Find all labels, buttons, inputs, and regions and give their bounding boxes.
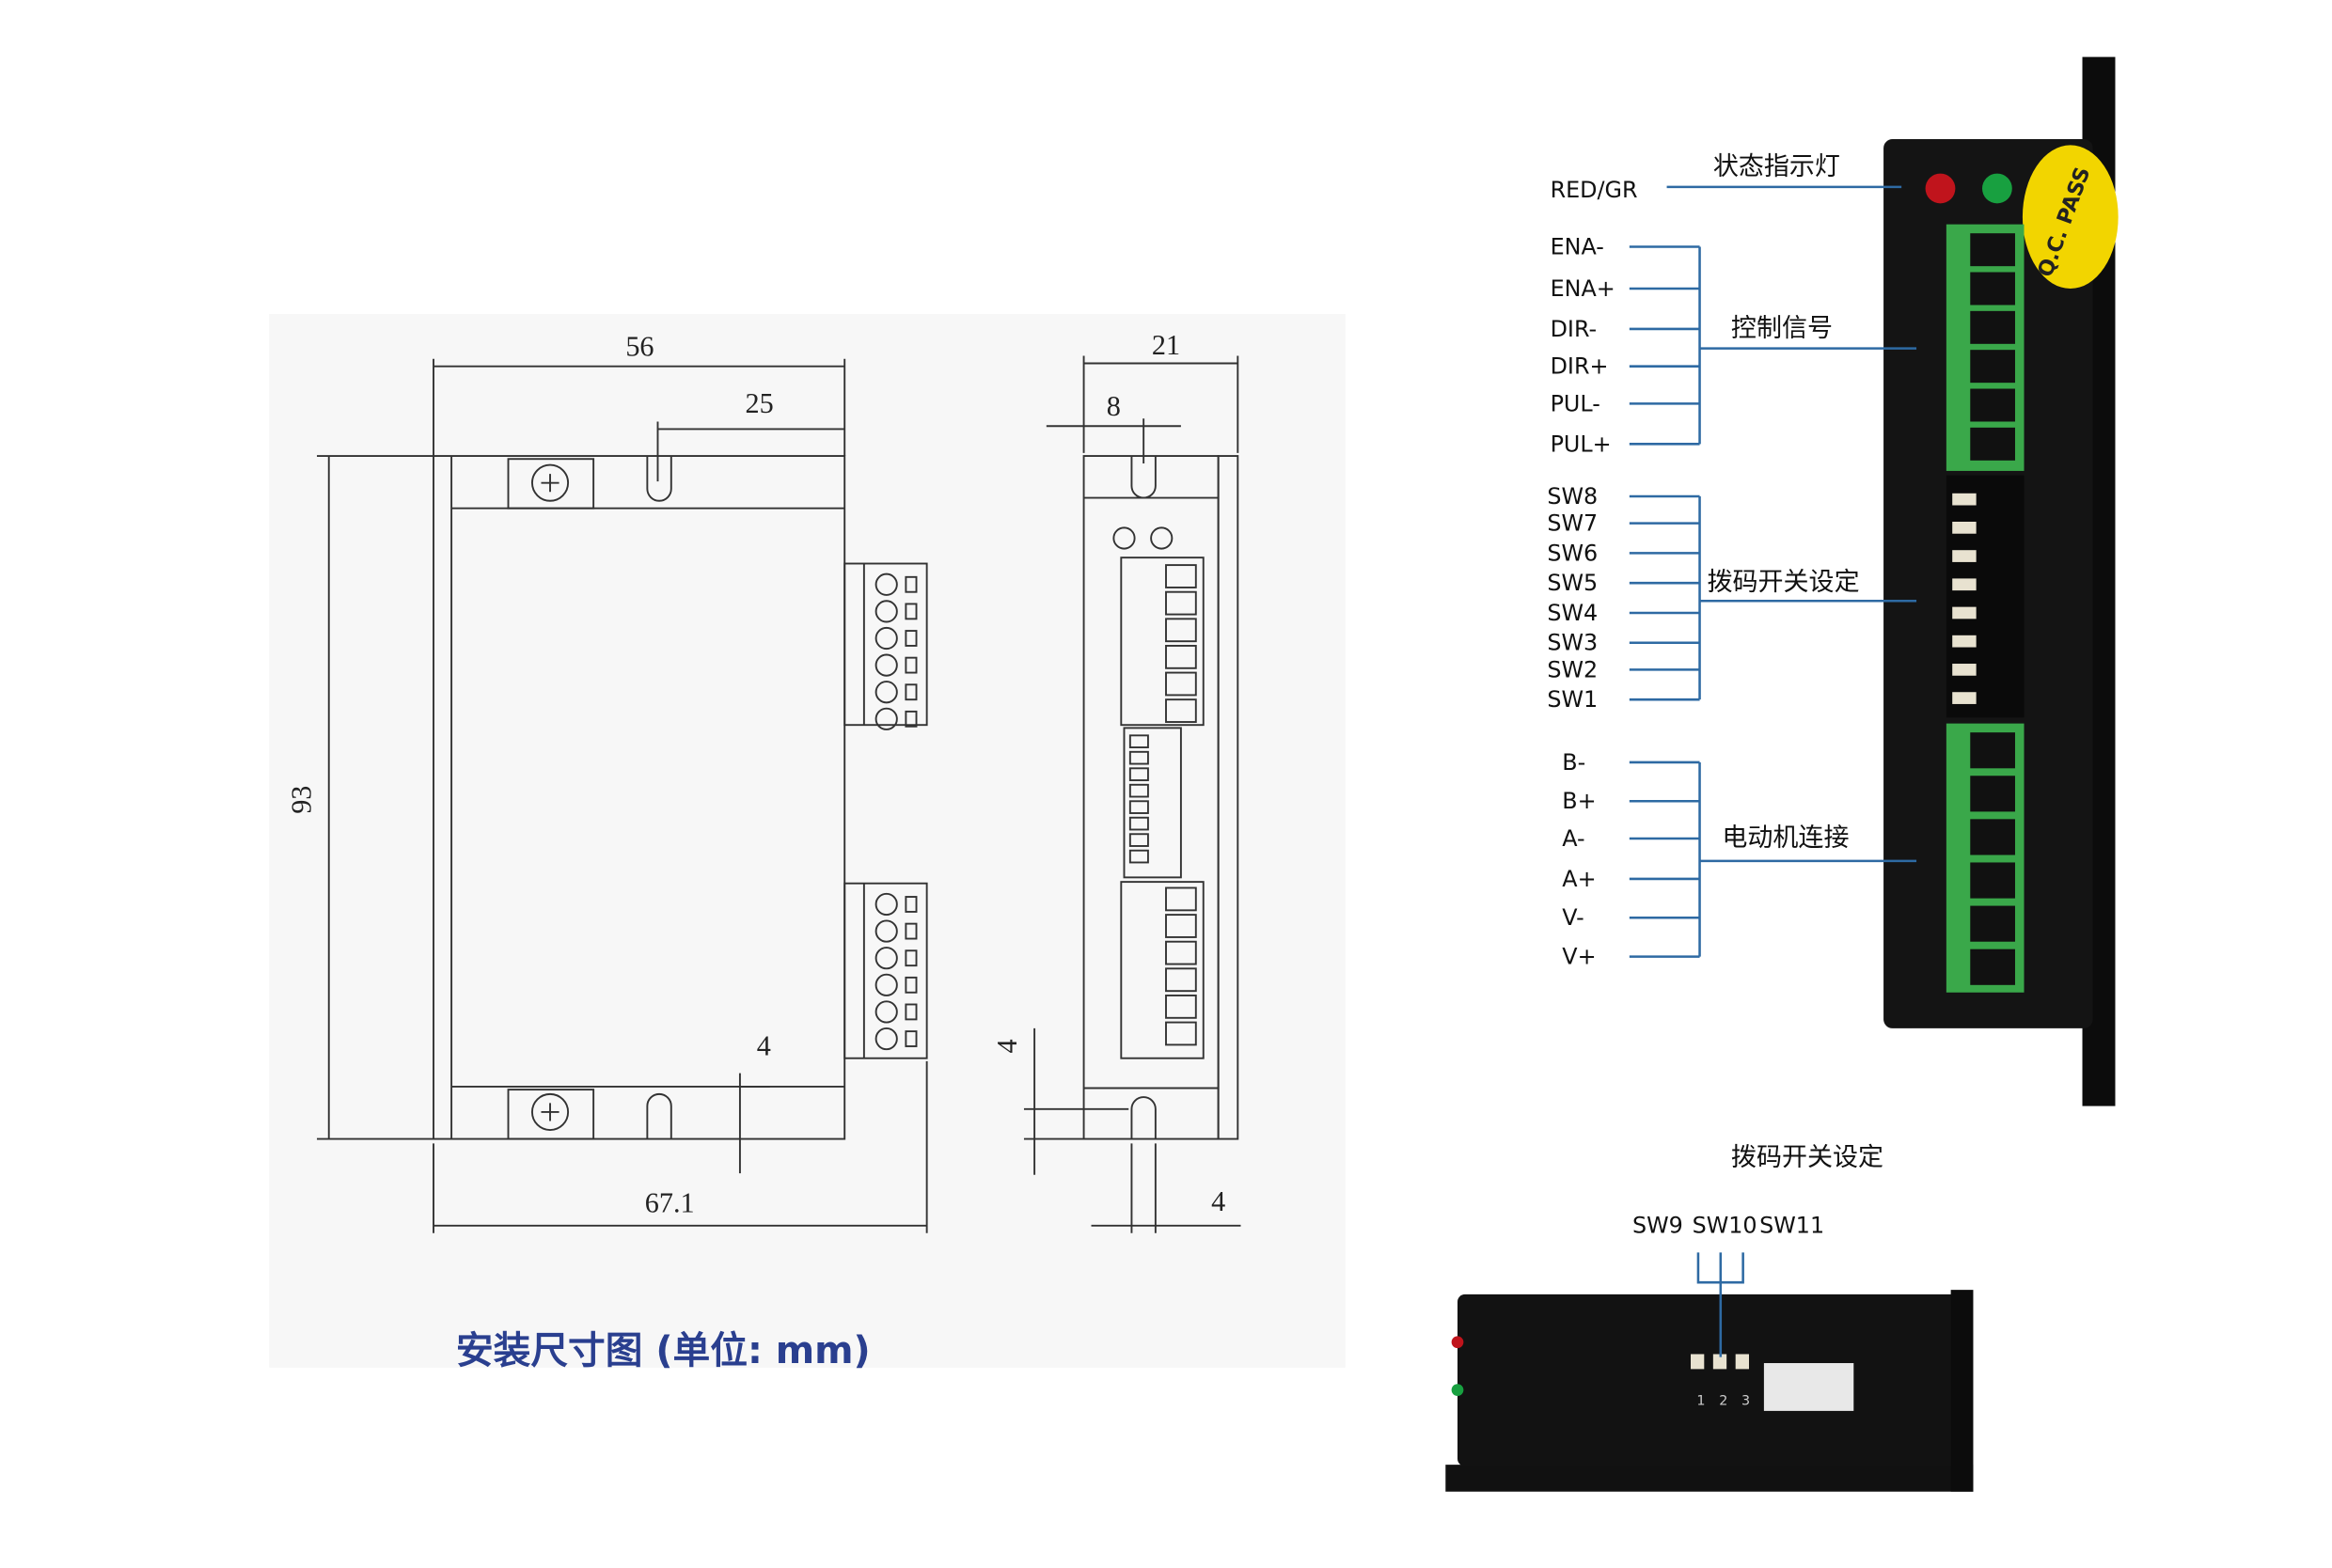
driver-photo-top: Q.C. PASS bbox=[1883, 56, 2119, 1106]
terminal-screw-icon bbox=[874, 1000, 898, 1024]
pin-label: SW5 bbox=[1547, 570, 1598, 596]
dip-switch-toggle bbox=[1952, 606, 1977, 619]
dip-switch-toggle bbox=[1952, 664, 1977, 676]
pin-label: V- bbox=[1562, 904, 1584, 931]
led-red bbox=[1925, 173, 1956, 204]
pin-label: SW3 bbox=[1547, 630, 1598, 656]
terminal-block-upper bbox=[843, 562, 928, 1051]
screw-icon bbox=[530, 463, 570, 502]
status-group-title: 状态指示灯 bbox=[1713, 152, 1840, 181]
qc-pass-sticker bbox=[2022, 145, 2119, 289]
dip-switch-toggle bbox=[1952, 578, 1977, 591]
pin-label: SW7 bbox=[1547, 510, 1598, 537]
front-view: 56 25 93 67.1 4 bbox=[286, 331, 928, 1233]
pin-label: SW2 bbox=[1547, 656, 1598, 682]
pin-label: SW8 bbox=[1547, 483, 1598, 510]
switch-number: 2 bbox=[1719, 1394, 1727, 1409]
pin-label: DIR- bbox=[1551, 316, 1598, 342]
terminal-screw-icon bbox=[874, 892, 898, 917]
terminal-screw-icon bbox=[874, 947, 898, 970]
terminal-block-lower bbox=[843, 882, 928, 1059]
pin-label: B+ bbox=[1562, 788, 1596, 814]
dim-height: 93 bbox=[286, 786, 318, 814]
dim-width: 56 bbox=[625, 331, 654, 363]
pin-label: ENA- bbox=[1551, 233, 1604, 259]
terminal-screw-icon bbox=[874, 681, 898, 704]
dim-slot-offset: 25 bbox=[745, 387, 773, 419]
dim-total-width: 67.1 bbox=[645, 1186, 695, 1218]
sw10-label: SW10 bbox=[1693, 1213, 1757, 1239]
sw9-label: SW9 bbox=[1632, 1213, 1683, 1239]
dim-side-slot: 8 bbox=[1107, 390, 1121, 422]
drawing-background bbox=[269, 314, 1346, 1368]
motor-group-title: 电动机连接 bbox=[1722, 823, 1849, 853]
terminal-screw-icon bbox=[874, 600, 898, 623]
pin-label: RED/GR bbox=[1551, 177, 1638, 203]
switch-number: 1 bbox=[1696, 1394, 1705, 1409]
terminal-screw-icon bbox=[874, 626, 898, 651]
terminal-screw-icon bbox=[874, 653, 898, 677]
sw11-label: SW11 bbox=[1759, 1213, 1824, 1239]
pin-label: A- bbox=[1562, 825, 1584, 852]
dim-side-flange-left: 4 bbox=[991, 1039, 1023, 1053]
dip-switch-toggle bbox=[1952, 692, 1977, 704]
pin-label: SW6 bbox=[1547, 540, 1598, 566]
terminal-screw-icon bbox=[874, 707, 898, 730]
drawing-title: 安装尺寸图 (单位: mm) bbox=[456, 1329, 871, 1372]
led-outline bbox=[1112, 526, 1136, 550]
control-group-title: 控制信号 bbox=[1731, 314, 1833, 343]
pin-label: ENA+ bbox=[1551, 275, 1615, 302]
side-view: 21 8 4 4 bbox=[991, 329, 1241, 1233]
pin-label: B- bbox=[1562, 749, 1585, 776]
dip-switch-toggle bbox=[1952, 522, 1977, 534]
pin-label: SW1 bbox=[1547, 686, 1598, 713]
terminal-screw-icon bbox=[874, 572, 898, 596]
pin-label: PUL+ bbox=[1551, 431, 1612, 457]
dip-group-title: 拨码开关设定 bbox=[1707, 568, 1859, 597]
screw-icon bbox=[530, 1092, 570, 1131]
pin-label: SW4 bbox=[1547, 600, 1598, 626]
led-green bbox=[1982, 173, 2012, 204]
terminal-screw-icon bbox=[874, 973, 898, 996]
pin-label: DIR+ bbox=[1551, 353, 1609, 380]
pin-label: PUL- bbox=[1551, 390, 1600, 416]
dim-side-flange-bottom: 4 bbox=[1211, 1185, 1225, 1217]
dip-switch-toggle bbox=[1952, 493, 1977, 506]
bottom-dip-title: 拨码开关设定 bbox=[1731, 1143, 1883, 1172]
dim-depth: 21 bbox=[1152, 329, 1180, 361]
dip-switch-toggle bbox=[1952, 635, 1977, 648]
dim-flange: 4 bbox=[757, 1030, 771, 1062]
pin-label: V+ bbox=[1562, 944, 1596, 970]
dip-switch-toggle bbox=[1952, 550, 1977, 562]
switch-number: 3 bbox=[1741, 1394, 1750, 1409]
dip-switch-block bbox=[1946, 475, 2025, 718]
dip-switch-outline bbox=[1123, 727, 1182, 879]
pin-label: A+ bbox=[1562, 866, 1596, 892]
connector bbox=[1763, 1363, 1854, 1411]
terminal-screw-icon bbox=[874, 919, 898, 943]
led-outline bbox=[1150, 526, 1174, 550]
terminal-screw-icon bbox=[874, 1027, 898, 1051]
